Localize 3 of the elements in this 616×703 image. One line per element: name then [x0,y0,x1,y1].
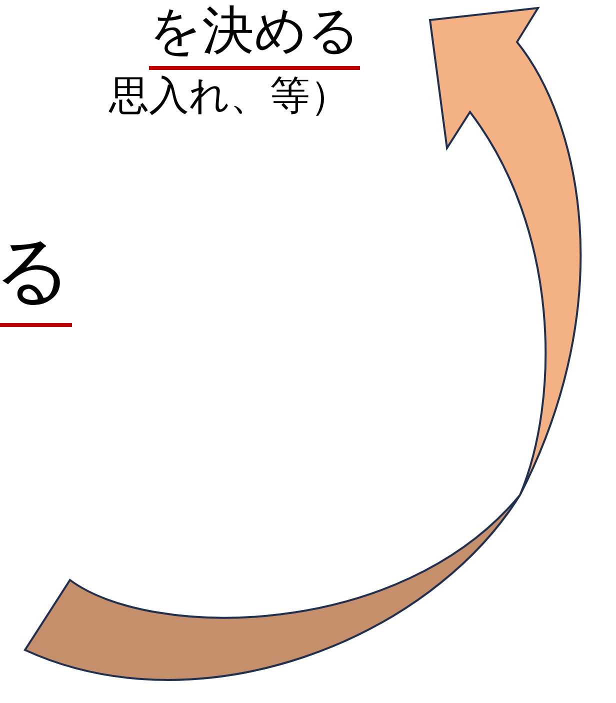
heading-text: を決める [149,0,360,70]
note-text: 思入れ、等） [109,72,350,121]
heading-text: る [0,220,72,327]
